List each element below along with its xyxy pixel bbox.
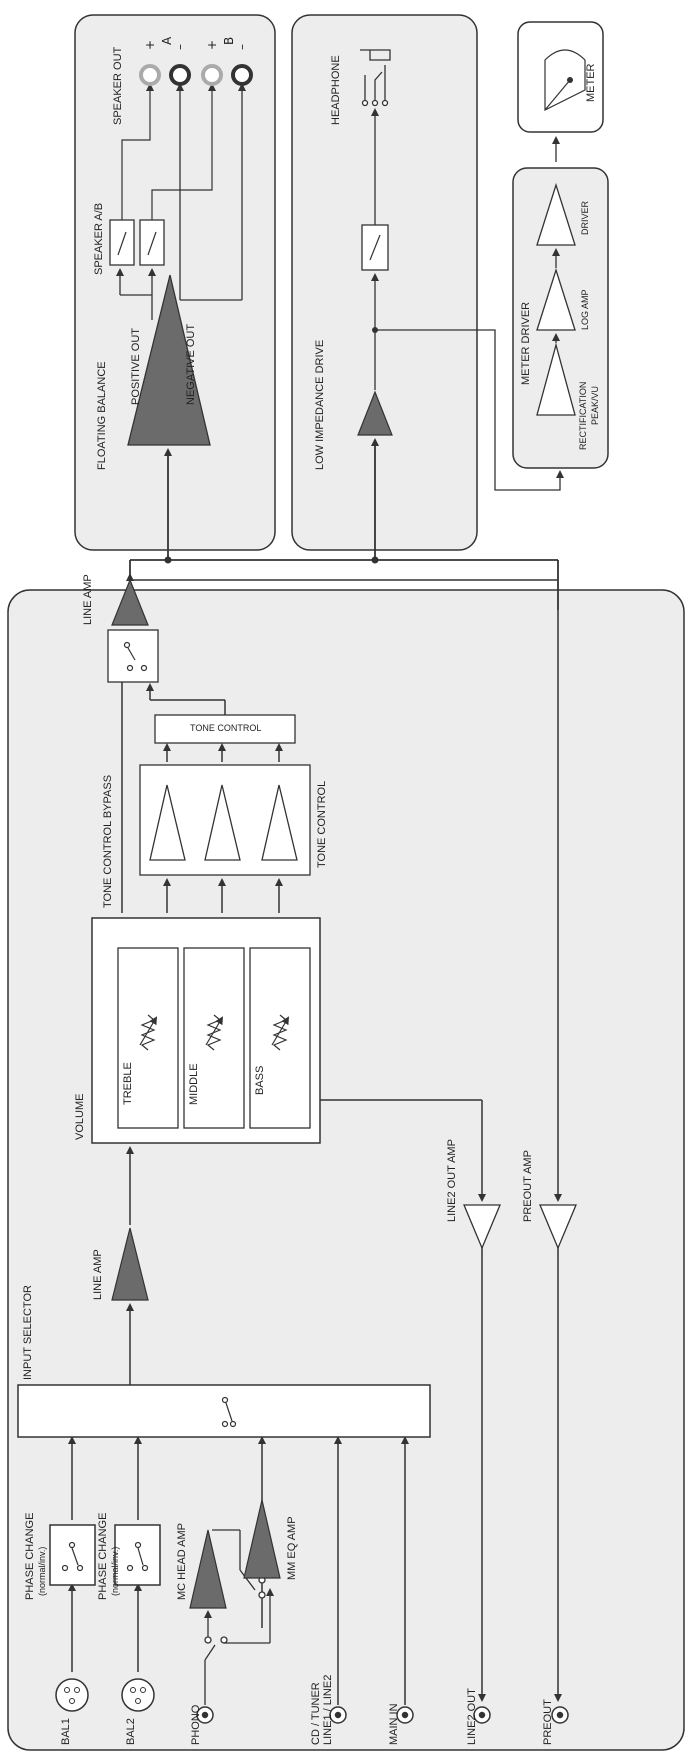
phono-label: PHONO <box>190 1704 202 1745</box>
plus-a-label: + <box>143 39 157 50</box>
tone-control-amps-label: TONE CONTROL <box>316 780 328 868</box>
line2-out-amp <box>463 1204 501 1250</box>
meter-label: METER <box>585 63 597 103</box>
main-in-label: MAIN IN <box>388 1703 400 1745</box>
floating-balance-panel <box>74 14 276 551</box>
low-impedance-amp <box>357 390 393 436</box>
minus-a-label: – <box>173 44 187 50</box>
preout-amp-label: PREOUT AMP <box>522 1150 534 1222</box>
phase-change-boxes <box>49 1524 161 1586</box>
speaker-ab-label: SPEAKER A/B <box>93 202 105 275</box>
log-amp <box>536 267 576 331</box>
input-selector <box>17 1384 431 1438</box>
minus-b-label: – <box>235 44 249 50</box>
tone-control-box-label: TONE CONTROL <box>190 723 262 733</box>
input-selector-label: INPUT SELECTOR <box>22 1285 34 1380</box>
phase-change-1-sub-label: (normal/inv.) <box>37 1546 47 1596</box>
preamp-panel <box>7 589 685 1751</box>
floating-balance-label: FLOATING BALANCE <box>96 361 108 470</box>
rca-jacks <box>196 1706 569 1724</box>
line-amp-2 <box>111 578 149 626</box>
line-amp-2-label: LINE AMP <box>82 574 94 625</box>
positive-out-label: POSITIVE OUT <box>130 327 142 405</box>
plus-b-label: + <box>205 39 219 50</box>
driver-amp <box>536 182 576 246</box>
phase-change-1-label: PHASE CHANGE <box>24 1512 36 1600</box>
low-impedance-drive-label: LOW IMPEDANCE DRIVE <box>314 339 326 470</box>
line-amp-1 <box>111 1227 149 1301</box>
headphone-panel <box>291 14 478 551</box>
treble-label: TREBLE <box>122 1062 134 1105</box>
b-label: B <box>222 36 236 45</box>
tone-control-box <box>154 714 296 744</box>
peak-vu-label: PEAK/VU <box>590 385 600 425</box>
bal1-label: BAL1 <box>60 1718 72 1745</box>
a-label: A <box>160 36 174 45</box>
rectification-label: RECTIFICATION <box>578 381 588 450</box>
mm-eq-amp <box>243 1499 281 1579</box>
phase-change-2-label: PHASE CHANGE <box>97 1512 109 1600</box>
bal2-xlr-connector <box>121 1678 155 1712</box>
phase-change-2-sub-label: (normal/inv.) <box>110 1546 120 1596</box>
line2-out-label: LINE2 OUT <box>466 1688 478 1745</box>
mc-head-amp-label: MC HEAD AMP <box>176 1522 188 1600</box>
middle-label: MIDDLE <box>188 1063 200 1105</box>
speaker-terminals <box>139 64 253 86</box>
cd-tuner-label: CD / TUNER <box>310 1682 322 1745</box>
line-amp-1-label: LINE AMP <box>92 1249 104 1300</box>
line1-line2-label: LINE1 / LINE2 <box>322 1674 334 1745</box>
meter-icon <box>544 49 586 111</box>
headphone-label: HEADPHONE <box>330 55 342 125</box>
negative-out-label: NEGATIVE OUT <box>185 323 197 405</box>
mc-head-amp <box>189 1529 227 1609</box>
speaker-out-label: SPEAKER OUT <box>112 46 124 125</box>
preout-label: PREOUT <box>542 1699 554 1745</box>
bal2-label: BAL2 <box>125 1718 137 1745</box>
middle-control <box>183 947 245 1129</box>
tone-control-bypass-label: TONE CONTROL BYPASS <box>102 774 114 908</box>
floating-balance-amp <box>127 274 211 446</box>
rectification-amp <box>536 342 576 416</box>
meter-driver-label: METER DRIVER <box>520 301 532 385</box>
preout-amp <box>539 1204 577 1250</box>
bal1-xlr-connector <box>55 1678 89 1712</box>
driver-label: DRIVER <box>580 200 590 235</box>
line2-out-amp-label: LINE2 OUT AMP <box>446 1139 458 1222</box>
log-amp-label: LOG AMP <box>580 289 590 330</box>
mm-eq-amp-label: MM EQ AMP <box>286 1516 298 1580</box>
headphone-jack-icon <box>360 49 391 107</box>
bass-label: BASS <box>254 1065 266 1095</box>
volume-label: VOLUME <box>74 1093 86 1140</box>
